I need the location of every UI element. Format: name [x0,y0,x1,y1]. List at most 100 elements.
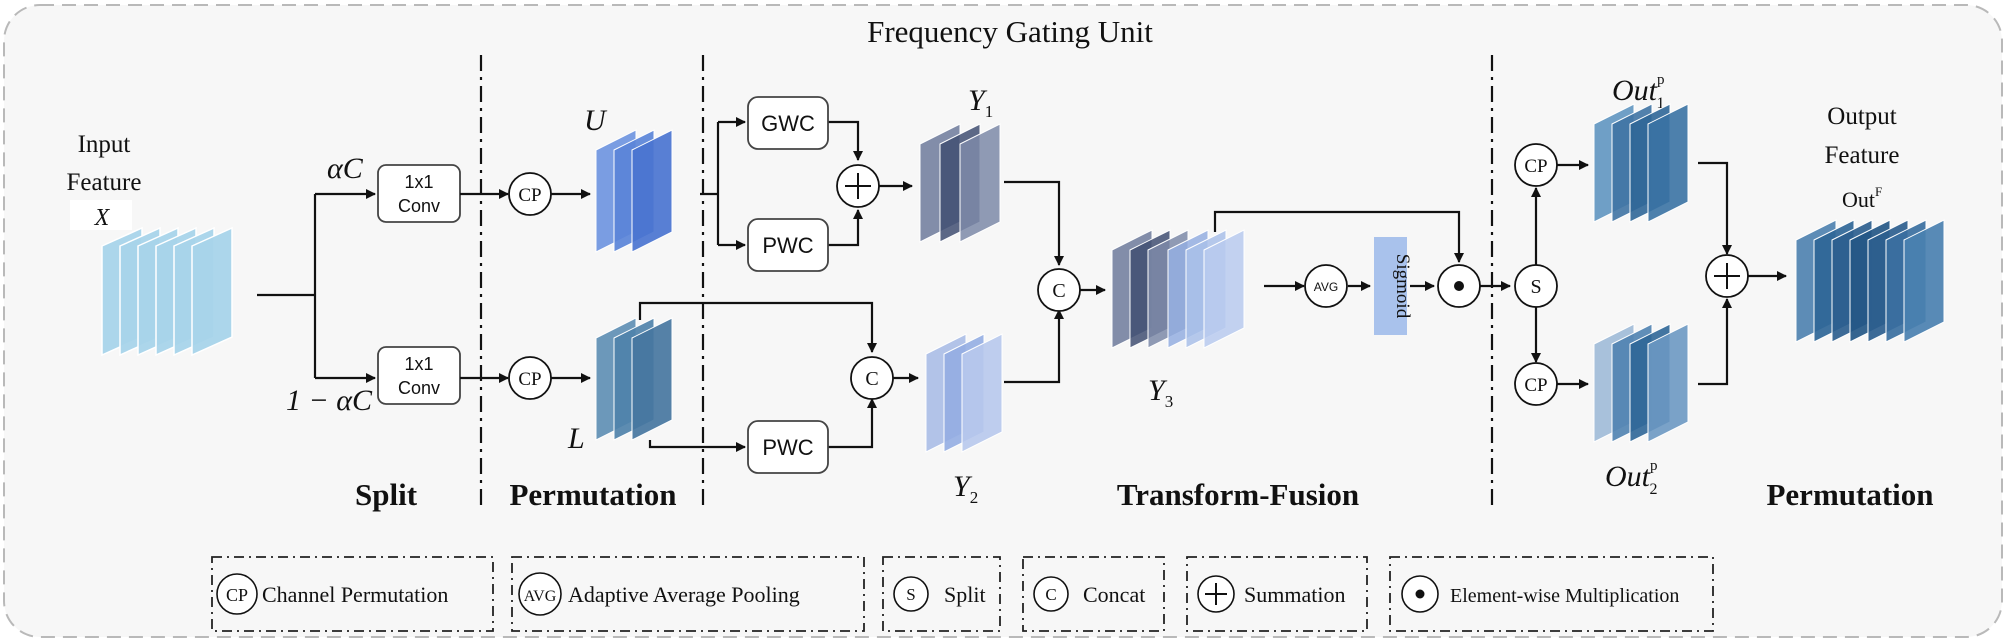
cp-lower: CP [508,356,552,400]
concat-lower-label: C [865,368,878,390]
y3-label: Y3 [1148,374,1173,411]
input-label-line1: Input [78,131,131,158]
legend-c-text: Concat [1083,582,1145,607]
y2-sub: 2 [970,488,979,507]
legend-multiplication: Element-wise Multiplication [1389,556,1714,632]
conv-lower: 1x1 Conv [377,346,461,405]
output-feature-label: Output Feature OutF [1825,103,1900,212]
y3-feature-stack [1111,229,1245,349]
split-node-label: S [1530,276,1541,298]
split-node: S [1514,264,1558,308]
out2-base: Out [1605,460,1651,493]
conv-upper-line1: 1x1 [404,172,433,192]
legend-s-symbol: S [906,585,915,604]
y2-base: Y [953,470,973,503]
l-label: L [567,422,585,455]
output-label-line2: Feature [1825,142,1900,169]
split-output-lines [1531,160,1589,389]
y1-feature-stack [919,123,1001,243]
concat-fusion: C [1037,268,1081,312]
legend-cp-symbol: CP [226,585,248,605]
output-label-line1: Output [1827,103,1897,130]
sum-upper [836,164,880,208]
l-feature-stack [595,317,673,441]
sigmoid-box: Sigmoid [1374,237,1413,335]
lower-ratio-label: 1 − αC [286,384,373,417]
legend-avg-text: Adaptive Average Pooling [568,582,800,607]
input-feature-stack [101,226,233,357]
pwc-lower-label: PWC [762,435,813,460]
legend-mul-text: Element-wise Multiplication [1450,585,1679,607]
y2-label: Y2 [953,470,978,507]
legend-s-text: Split [944,582,986,607]
split-branch-lines [257,189,376,383]
cp-right-lower-label: CP [1524,375,1547,396]
y2-feature-stack [925,333,1003,453]
legend-cp: CP Channel Permutation [211,556,494,632]
pwc-upper-box: PWC [747,218,829,272]
cp-upper: CP [508,172,552,216]
y1-base: Y [968,84,988,117]
conv-to-cp-arrows [460,189,509,383]
output-symbol: OutF [1842,184,1882,212]
u-label: U [584,104,608,137]
sigmoid-label: Sigmoid [1392,254,1413,319]
section-permutation-left: Permutation [509,477,676,512]
legend-sum-text: Summation [1244,582,1345,607]
input-feature-label: Input Feature X [67,131,142,231]
section-permutation-right: Permutation [1766,477,1933,512]
avg-pooling: AVG [1304,264,1348,308]
section-split: Split [355,477,418,512]
gating-lines [1213,210,1511,291]
output-feature-stack [1795,219,1945,343]
sum-right-lines [1698,161,1787,386]
conv-upper-line2: Conv [398,196,440,216]
legend-avg: AVG Adaptive Average Pooling [511,556,865,632]
pwc-lower-box: PWC [747,420,829,474]
cp-lower-label: CP [518,369,541,390]
out1-sup: p [1657,72,1665,88]
conv-upper: 1x1 Conv [377,164,461,223]
multiply-node [1437,264,1481,308]
concat-fusion-label: C [1052,280,1065,302]
input-symbol-bg [70,200,132,230]
legend-summation: Summation [1186,556,1368,632]
y3-sub: 3 [1165,392,1174,411]
section-transform-fusion: Transform-Fusion [1117,477,1359,512]
out1-feature-stack [1593,103,1689,223]
sum-right [1705,254,1749,298]
cp-to-ul-arrows [551,189,591,383]
lower-transform-lines [638,301,919,452]
diagram-title: Frequency Gating Unit [867,14,1153,49]
legend-cp-text: Channel Permutation [262,582,448,607]
output-symbol-sup: F [1875,184,1882,199]
avg-label: AVG [1314,280,1338,294]
output-symbol-base: Out [1842,187,1875,212]
out1-sub: 1 [1657,95,1665,112]
out2-sup: p [1650,458,1658,474]
upper-transform-lines [700,117,913,250]
concat-lower: C [850,356,894,400]
outer-frame [3,4,2003,638]
legend-concat: C Concat [1022,556,1165,632]
section-dividers [479,55,1494,510]
cp-right-upper-label: CP [1524,156,1547,177]
pwc-upper-label: PWC [762,233,813,258]
y1-sub: 1 [985,102,994,121]
upper-ratio-label: αC [327,152,364,185]
out2-feature-stack [1593,323,1689,443]
cp-right-lower: CP [1514,362,1558,406]
conv-lower-line1: 1x1 [404,354,433,374]
out2-label: Outp 2 [1605,458,1658,498]
out1-label: Outp 1 [1612,72,1665,112]
input-label-line2: Feature [67,169,142,196]
out2-sub: 2 [1650,481,1658,498]
legend-avg-symbol: AVG [524,588,557,605]
legend: CP Channel Permutation AVG Adaptive Aver… [211,556,1714,632]
gwc-box: GWC [747,96,829,150]
gwc-label: GWC [761,111,815,136]
input-symbol: X [94,205,111,231]
out1-base: Out [1612,74,1658,107]
cp-upper-label: CP [518,185,541,206]
